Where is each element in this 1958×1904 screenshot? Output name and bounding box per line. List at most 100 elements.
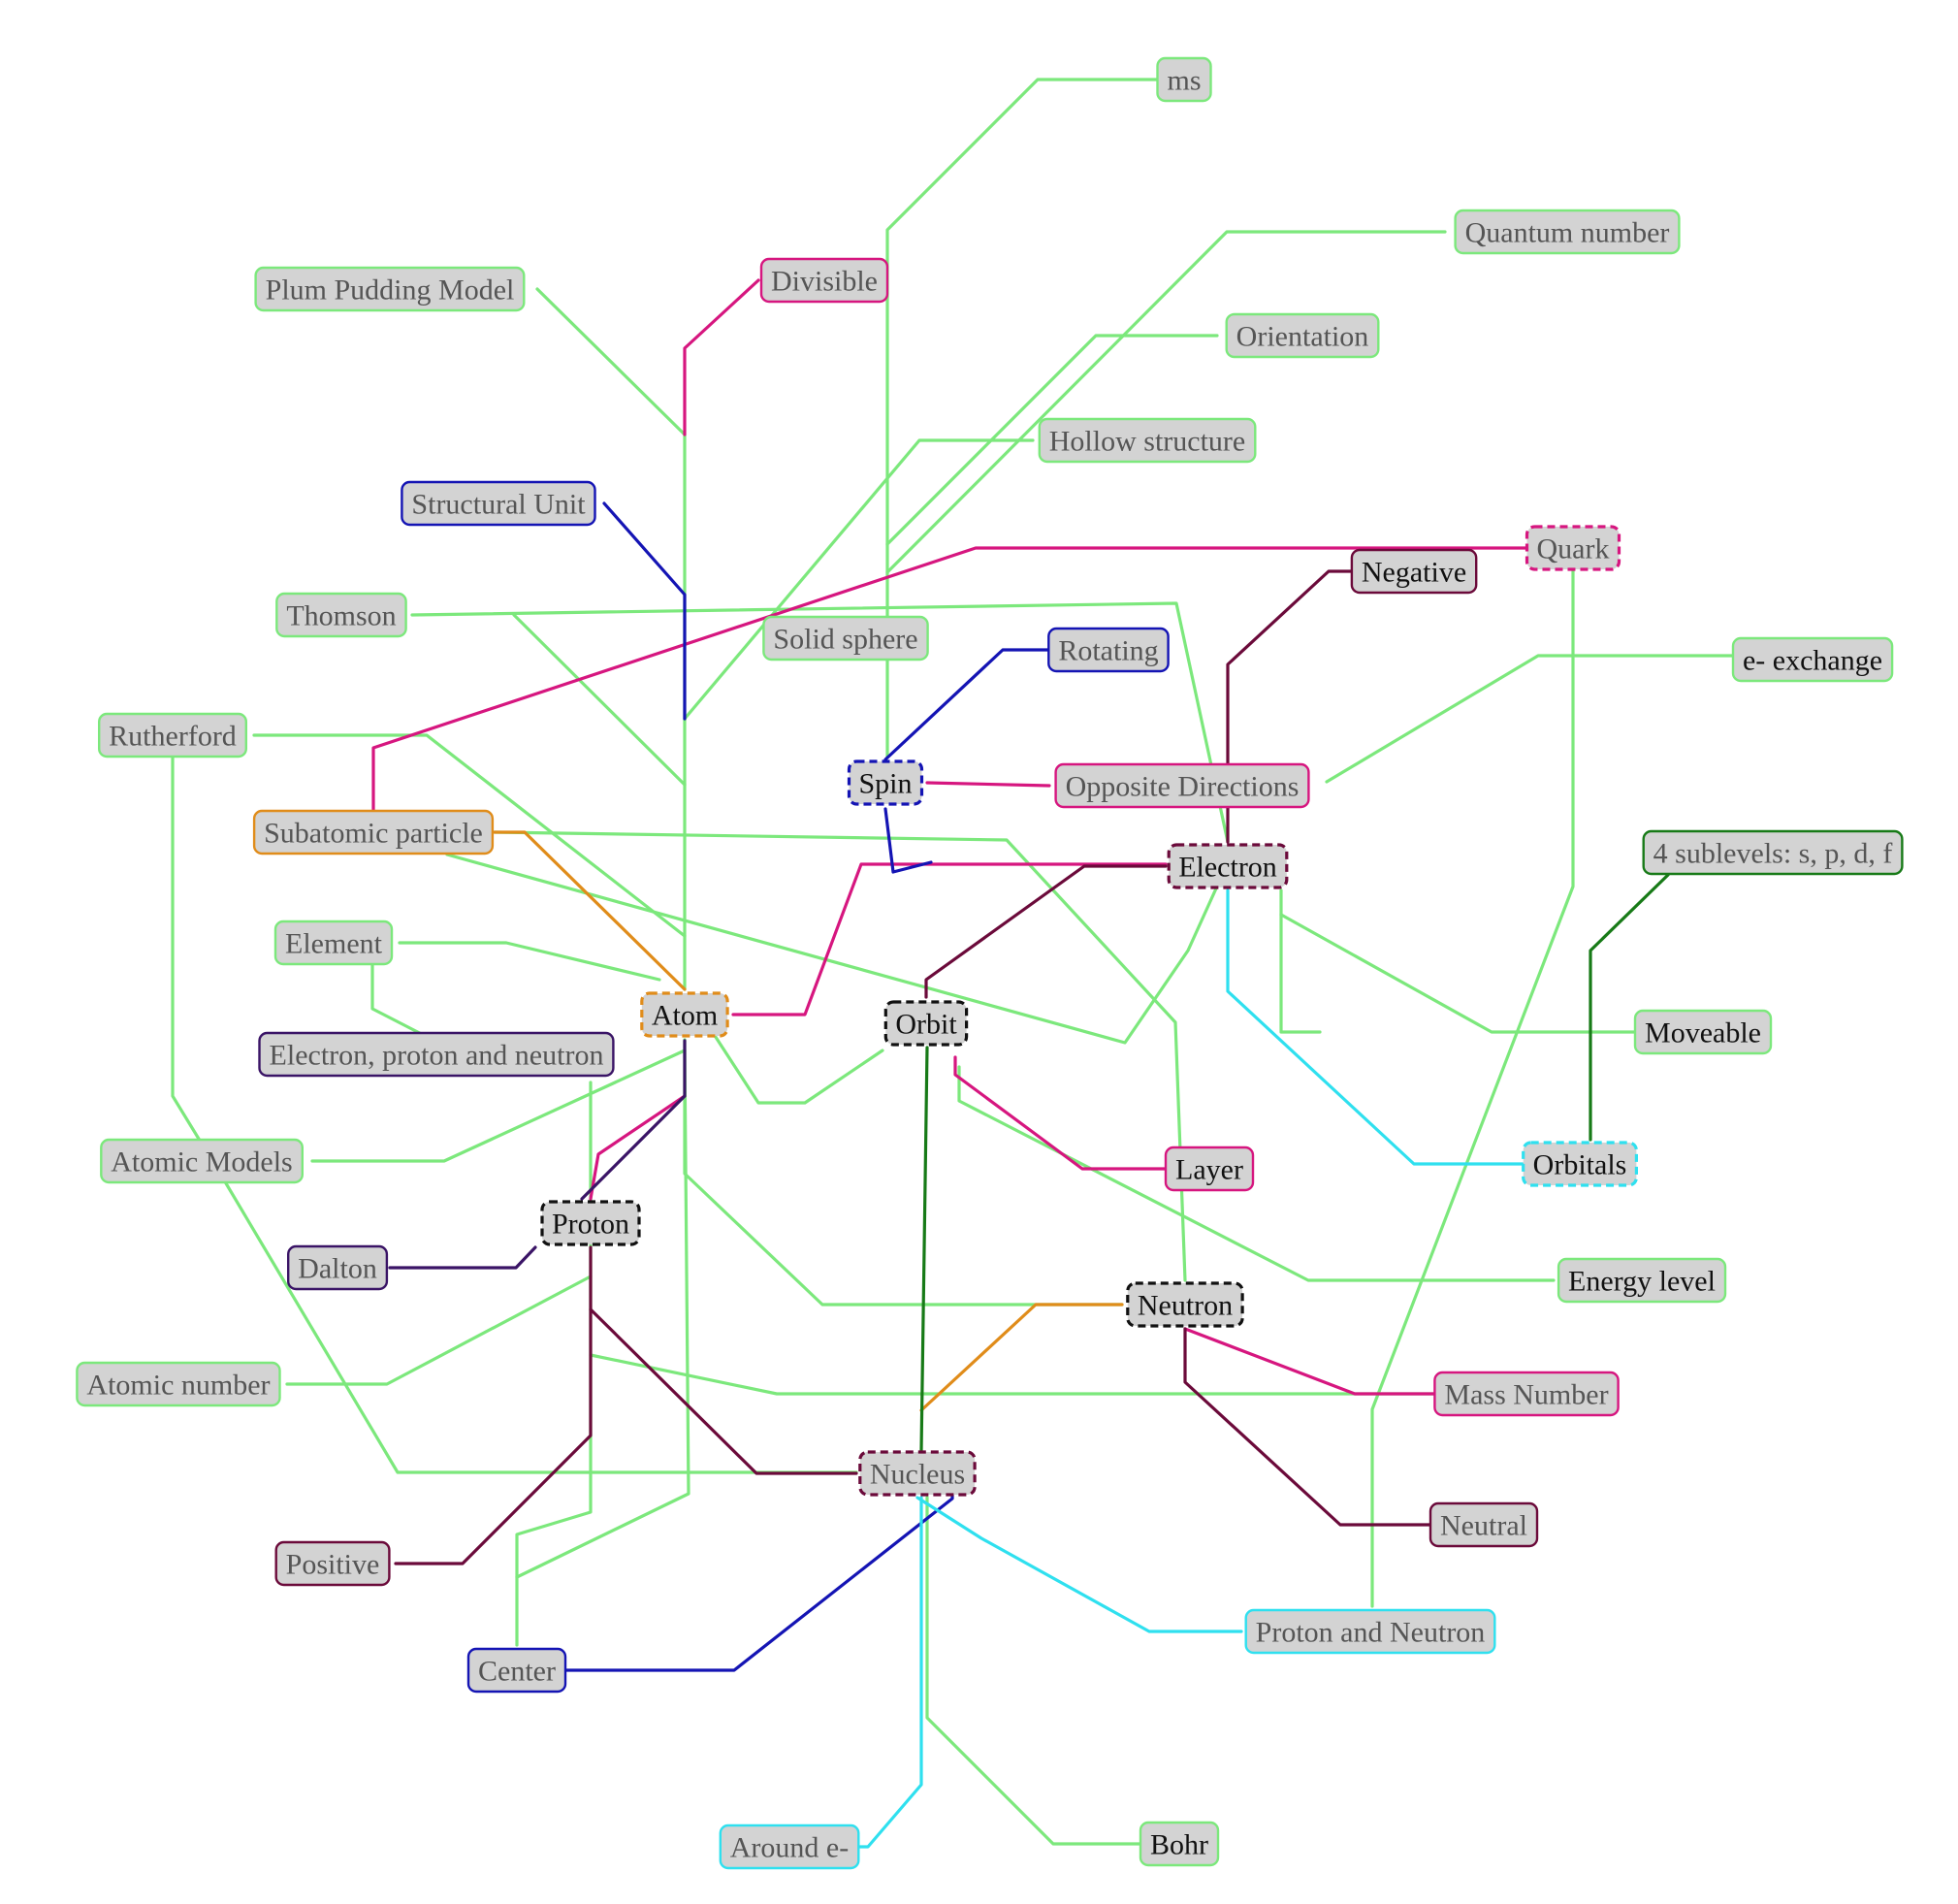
node-thomson[interactable]: Thomson <box>275 592 407 638</box>
node-layer-label: Layer <box>1175 1154 1243 1186</box>
node-quark[interactable]: Quark <box>1525 525 1621 571</box>
node-dalton-box <box>287 1244 389 1291</box>
node-positive[interactable]: Positive <box>274 1540 391 1587</box>
node-structural[interactable]: Structural Unit <box>401 480 596 527</box>
node-neutral[interactable]: Neutral <box>1428 1501 1539 1548</box>
node-layer-box <box>1164 1146 1255 1192</box>
edge-blue-35 <box>883 807 933 874</box>
node-orbit-label: Orbit <box>895 1009 957 1041</box>
node-orientation[interactable]: Orientation <box>1225 312 1380 359</box>
edge-magenta-29 <box>731 862 1168 1017</box>
node-orbit-box <box>883 1000 969 1047</box>
node-element-box <box>273 920 394 966</box>
node-divisible-box <box>759 257 889 304</box>
edge-darkgreen-50 <box>919 1046 929 1453</box>
node-eexchange-box <box>1731 636 1894 683</box>
node-moveable[interactable]: Moveable <box>1633 1009 1773 1055</box>
node-hollow[interactable]: Hollow structure <box>1038 417 1257 464</box>
edge-green-12 <box>398 941 661 982</box>
node-element-label: Element <box>285 928 383 960</box>
node-solid[interactable]: Solid sphere <box>762 615 929 662</box>
node-atom-label: Atom <box>652 1000 718 1032</box>
node-negative[interactable]: Negative <box>1350 548 1478 595</box>
node-pandn[interactable]: Proton and Neutron <box>1244 1608 1496 1655</box>
edge-magenta-30 <box>953 1055 1172 1171</box>
node-subatomic-label: Subatomic particle <box>264 818 483 850</box>
node-solid-box <box>762 615 929 662</box>
edge-magenta-27 <box>371 546 1530 812</box>
node-moveable-label: Moveable <box>1645 1017 1761 1049</box>
node-sublevels[interactable]: 4 sublevels: s, p, d, f <box>1642 829 1904 876</box>
node-spin[interactable]: Spin <box>847 759 924 806</box>
node-element[interactable]: Element <box>273 920 394 966</box>
node-divisible[interactable]: Divisible <box>759 257 889 304</box>
node-solid-label: Solid sphere <box>773 624 917 656</box>
node-models-box <box>100 1138 305 1184</box>
node-rutherford[interactable]: Rutherford <box>97 712 248 758</box>
node-subatomic[interactable]: Subatomic particle <box>252 809 495 855</box>
edge-maroon-39 <box>1226 569 1355 844</box>
node-orbit[interactable]: Orbit <box>883 1000 969 1047</box>
edge-magenta-26 <box>683 278 760 436</box>
node-rotating-label: Rotating <box>1058 635 1158 667</box>
edge-blue-34 <box>883 648 1053 761</box>
edge-green-16 <box>1279 888 1322 1034</box>
node-energy[interactable]: Energy level <box>1557 1257 1727 1304</box>
node-eexchange[interactable]: e- exchange <box>1731 636 1894 683</box>
node-opposite-label: Opposite Directions <box>1066 771 1300 803</box>
node-thomson-label: Thomson <box>286 600 396 632</box>
edge-green-15 <box>708 1026 884 1105</box>
node-massnumber-label: Mass Number <box>1444 1379 1608 1411</box>
node-plum-label: Plum Pudding Model <box>266 274 515 307</box>
node-orbitals[interactable]: Orbitals <box>1522 1141 1638 1187</box>
edge-green-11 <box>445 853 1218 1045</box>
node-pandn-box <box>1244 1608 1496 1655</box>
node-epn[interactable]: Electron, proton and neutron <box>258 1031 615 1078</box>
node-neutron[interactable]: Neutron <box>1126 1281 1244 1328</box>
node-dalton[interactable]: Dalton <box>287 1244 389 1291</box>
node-opposite[interactable]: Opposite Directions <box>1054 762 1310 809</box>
edge-magenta-31 <box>589 1094 687 1201</box>
edge-green-1 <box>885 230 1447 574</box>
node-rotating[interactable]: Rotating <box>1047 627 1170 673</box>
node-arounde[interactable]: Around e- <box>719 1823 860 1870</box>
node-sublevels-label: 4 sublevels: s, p, d, f <box>1653 838 1893 870</box>
edge-maroon-42 <box>589 1307 858 1475</box>
node-neutral-box <box>1428 1501 1539 1548</box>
node-opposite-box <box>1054 762 1310 809</box>
node-hollow-box <box>1038 417 1257 464</box>
node-plum[interactable]: Plum Pudding Model <box>254 266 526 312</box>
node-neutron-label: Neutron <box>1138 1290 1233 1322</box>
node-models[interactable]: Atomic Models <box>100 1138 305 1184</box>
node-ms-box <box>1156 56 1212 103</box>
node-thomson-box <box>275 592 407 638</box>
node-neutron-box <box>1126 1281 1244 1328</box>
node-arounde-box <box>719 1823 860 1870</box>
node-massnumber-box <box>1433 1371 1620 1417</box>
node-quark-label: Quark <box>1537 533 1610 565</box>
node-electron-label: Electron <box>1178 852 1277 884</box>
node-bohr[interactable]: Bohr <box>1139 1821 1220 1867</box>
node-rutherford-label: Rutherford <box>109 721 237 753</box>
node-moveable-box <box>1633 1009 1773 1055</box>
node-nucleus[interactable]: Nucleus <box>858 1450 977 1497</box>
node-negative-box <box>1350 548 1478 595</box>
edge-green-6 <box>512 613 687 787</box>
node-quantum[interactable]: Quantum number <box>1454 209 1681 255</box>
node-ms[interactable]: ms <box>1156 56 1212 103</box>
node-center[interactable]: Center <box>466 1647 567 1694</box>
node-atom[interactable]: Atom <box>640 991 729 1038</box>
node-plum-box <box>254 266 526 312</box>
edge-green-19 <box>1370 568 1575 1608</box>
node-electron[interactable]: Electron <box>1167 843 1289 889</box>
node-quark-box <box>1525 525 1621 571</box>
edge-green-22 <box>285 1275 593 1386</box>
node-models-label: Atomic Models <box>111 1146 293 1178</box>
node-proton[interactable]: Proton <box>540 1200 641 1246</box>
node-massnumber[interactable]: Mass Number <box>1433 1371 1620 1417</box>
node-bohr-box <box>1139 1821 1220 1867</box>
node-atomicnumber[interactable]: Atomic number <box>76 1361 281 1407</box>
node-orientation-box <box>1225 312 1380 359</box>
node-layer[interactable]: Layer <box>1164 1146 1255 1192</box>
